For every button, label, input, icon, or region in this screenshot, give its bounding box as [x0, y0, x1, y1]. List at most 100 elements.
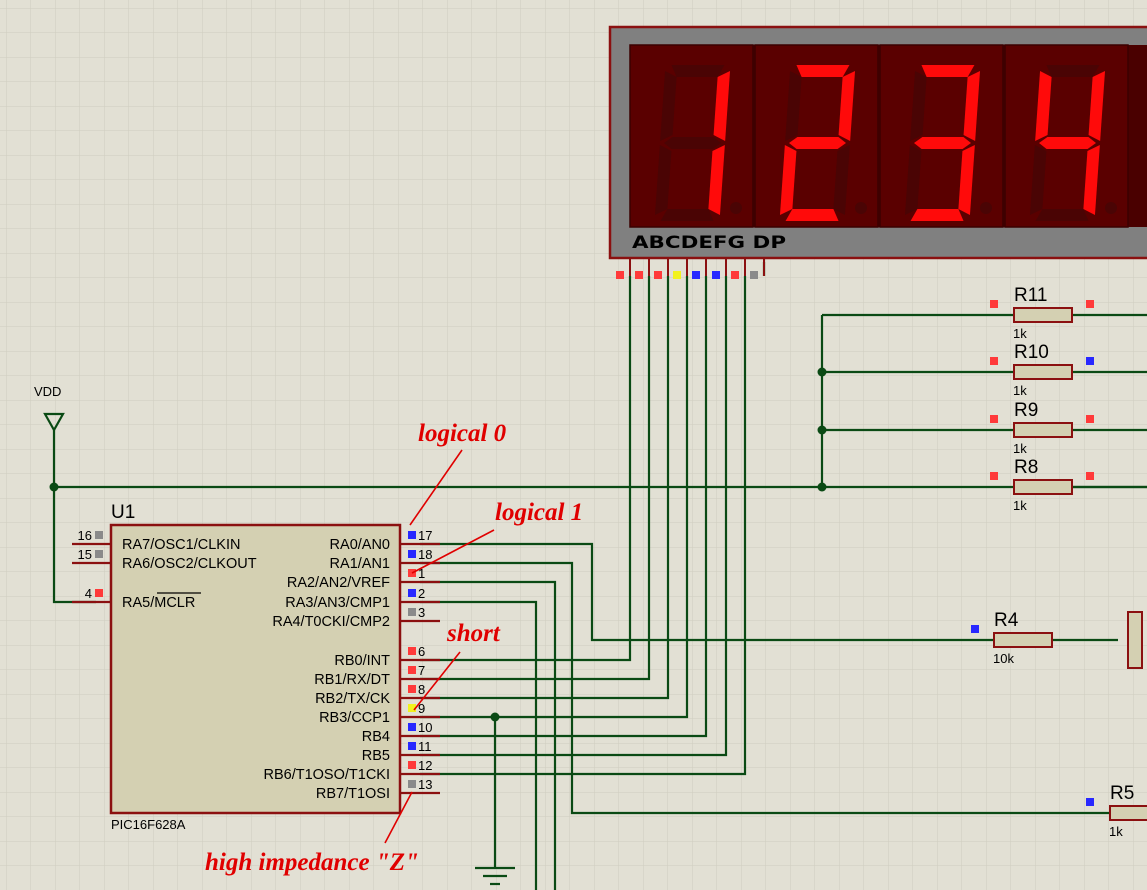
- pin-number: 11: [418, 739, 432, 754]
- segment-c: [958, 145, 975, 215]
- pin-state-marker: [1086, 472, 1094, 480]
- segment-d: [785, 209, 839, 221]
- mcu-part: PIC16F628A: [111, 817, 186, 832]
- segment-g: [789, 137, 846, 149]
- pin-label: RB2/TX/CK: [315, 691, 390, 707]
- wire-junctions: [49, 367, 827, 722]
- segment-f: [1035, 71, 1052, 141]
- pin-state-marker: [408, 685, 416, 693]
- segment-b: [1088, 71, 1106, 141]
- annotation-logical-0-text: logical 0: [418, 420, 507, 447]
- pin-state-marker: [408, 550, 416, 558]
- resistor-body: [1013, 479, 1073, 495]
- display-pin-6[interactable]: [712, 258, 727, 279]
- pin-state-marker: [750, 271, 758, 279]
- segment-dp: [855, 202, 867, 214]
- pin-state-marker: [408, 761, 416, 769]
- pin-state-marker: [1086, 798, 1094, 806]
- pin-state-marker: [95, 550, 103, 558]
- mcu-ref: U1: [111, 502, 135, 523]
- resistor-body: [1013, 307, 1073, 323]
- segment-a: [1046, 65, 1100, 77]
- segment-g: [914, 137, 971, 149]
- pin-label: RB5: [362, 748, 390, 764]
- display-pin-5[interactable]: [692, 258, 707, 279]
- pin-label: RB6/T1OSO/T1CKI: [263, 767, 390, 783]
- pin-state-marker: [1086, 415, 1094, 423]
- wires: [52, 262, 1147, 890]
- segment-dp: [730, 202, 742, 214]
- display-pin-4[interactable]: [673, 258, 688, 279]
- segment-e: [779, 145, 797, 215]
- pin-number: 4: [85, 586, 92, 601]
- mcu-u1[interactable]: U1 PIC16F628A 16RA7/OSC1/CLKIN15RA6/OSC2…: [72, 502, 440, 832]
- resistor-r11[interactable]: R11 1k: [990, 285, 1094, 341]
- pin-number: 10: [418, 720, 432, 735]
- pin-state-marker: [1086, 357, 1094, 365]
- pin-state-marker: [1086, 300, 1094, 308]
- resistor-ref: R11: [1014, 285, 1047, 306]
- display-pin-8[interactable]: [750, 258, 765, 279]
- segment-a: [796, 65, 850, 77]
- seven-segment-display[interactable]: ABCDEFG DP: [608, 25, 1147, 279]
- segment-e: [1029, 145, 1047, 215]
- pin-label: RB4: [362, 729, 390, 745]
- segment-c: [833, 145, 850, 215]
- pin-state-marker: [408, 589, 416, 597]
- pin-number: 9: [418, 701, 425, 716]
- pin-number: 15: [78, 547, 92, 562]
- display-pin-2[interactable]: [635, 258, 650, 279]
- digit-3: [879, 44, 1004, 228]
- digit-1: [629, 44, 754, 228]
- segment-b: [713, 71, 731, 141]
- pin-state-marker: [408, 608, 416, 616]
- pin-state-marker: [712, 271, 720, 279]
- pin-number: 17: [418, 528, 432, 543]
- pin-state-marker: [408, 723, 416, 731]
- resistor-ref: R5: [1110, 783, 1134, 804]
- segment-a: [921, 65, 975, 77]
- segment-d: [1035, 209, 1089, 221]
- segment-d: [660, 209, 714, 221]
- resistor-value: 1k: [1013, 326, 1027, 341]
- pin-number: 18: [418, 547, 432, 562]
- pin-state-marker: [408, 704, 416, 712]
- resistor-body: [993, 632, 1053, 648]
- digit-4: [1004, 44, 1129, 228]
- segment-b: [838, 71, 856, 141]
- display-pin-1[interactable]: [616, 258, 631, 279]
- pin-label: RA6/OSC2/CLKOUT: [122, 556, 257, 572]
- pin-state-marker: [673, 271, 681, 279]
- display-pin-3[interactable]: [654, 258, 669, 279]
- pin-state-marker: [408, 742, 416, 750]
- pin-number: 12: [418, 758, 432, 773]
- pin-number: 13: [418, 777, 432, 792]
- pin-label: RA0/AN0: [330, 537, 390, 553]
- segment-e: [654, 145, 672, 215]
- display-pin-7[interactable]: [731, 258, 746, 279]
- pin-label: RB7/T1OSI: [316, 786, 390, 802]
- resistor-ref: R8: [1014, 457, 1038, 478]
- vdd-terminal[interactable]: VDD: [34, 384, 65, 433]
